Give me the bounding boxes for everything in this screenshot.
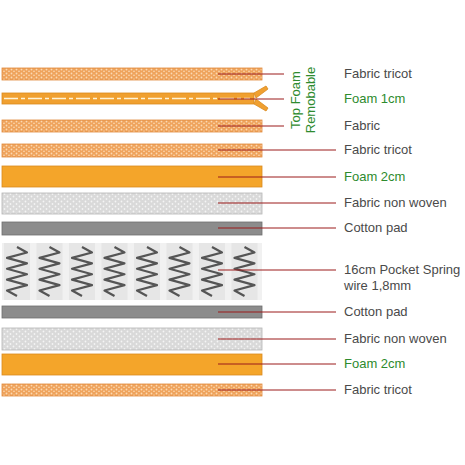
spring-pocket [167,243,193,300]
layer-label: Fabric tricot [344,142,463,158]
group-label: Top Foam Remobable [288,64,318,136]
layer-label: Fabric non woven [344,195,463,211]
leader-line [218,99,284,100]
spring-pocket [134,243,160,300]
spring-coil [235,247,255,296]
layer-label: 16cm Pocket Spring wire 1,8mm [344,262,463,294]
spring-pocket [102,243,128,300]
leader-line [218,339,336,340]
layer-label: Fabric tricot [344,66,463,82]
layer-label: Foam 2cm [344,169,463,185]
spring-coil [170,247,190,296]
spring-coil [7,247,27,296]
leader-line [218,203,336,204]
layer-label: Fabric non woven [344,331,463,347]
leader-lines [218,74,336,390]
layer-label: Foam 2cm [344,356,463,372]
pocket-springs [4,243,258,300]
spring-coil [105,247,125,296]
leader-line [218,74,284,75]
spring-coil [137,247,157,296]
layer-label: Cotton pad [344,304,463,320]
spring-pocket [37,243,63,300]
leader-line [218,270,336,271]
spring-core [2,243,262,300]
leader-line [218,364,336,365]
layer-label: Fabric [344,118,463,134]
spring-pocket [199,243,225,300]
layer-label: Cotton pad [344,220,463,236]
spring-coil [40,247,60,296]
layer-label: Foam 1cm [344,91,463,107]
spring-pocket [232,243,258,300]
spring-coil [202,247,222,296]
leader-line [218,150,336,151]
leader-line [218,177,336,178]
layer-bands [2,68,268,396]
leader-line [218,126,284,127]
spring-pocket [4,243,30,300]
leader-line [218,312,336,313]
spring-coil [72,247,92,296]
leader-line [218,390,336,391]
layer-label: Fabric tricot [344,382,463,398]
leader-line [218,228,336,229]
spring-pocket [69,243,95,300]
